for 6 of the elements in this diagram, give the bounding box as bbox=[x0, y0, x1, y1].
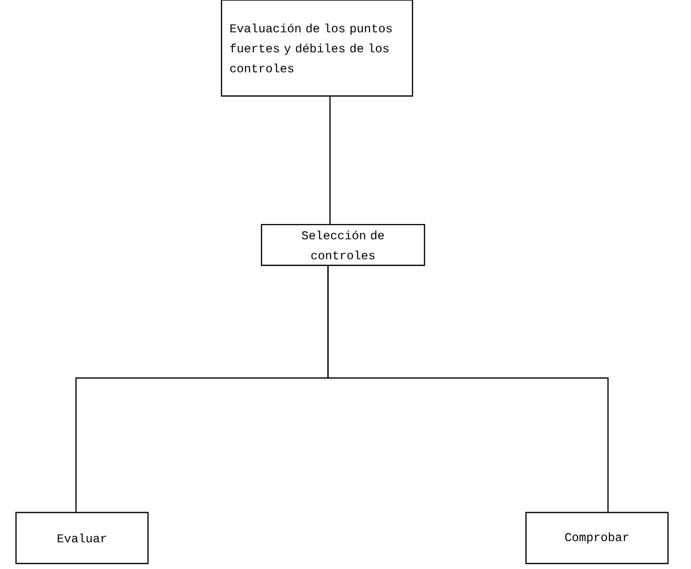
process-box: Evaluación de los puntos fuertes y débiles de los controles bbox=[220, 0, 414, 97]
process-box: Selección de controles bbox=[260, 224, 426, 266]
process-box: Evaluar bbox=[15, 512, 149, 564]
process-box: Comprobar bbox=[525, 512, 669, 564]
connector-line bbox=[329, 96, 331, 224]
connector-line bbox=[327, 266, 609, 512]
